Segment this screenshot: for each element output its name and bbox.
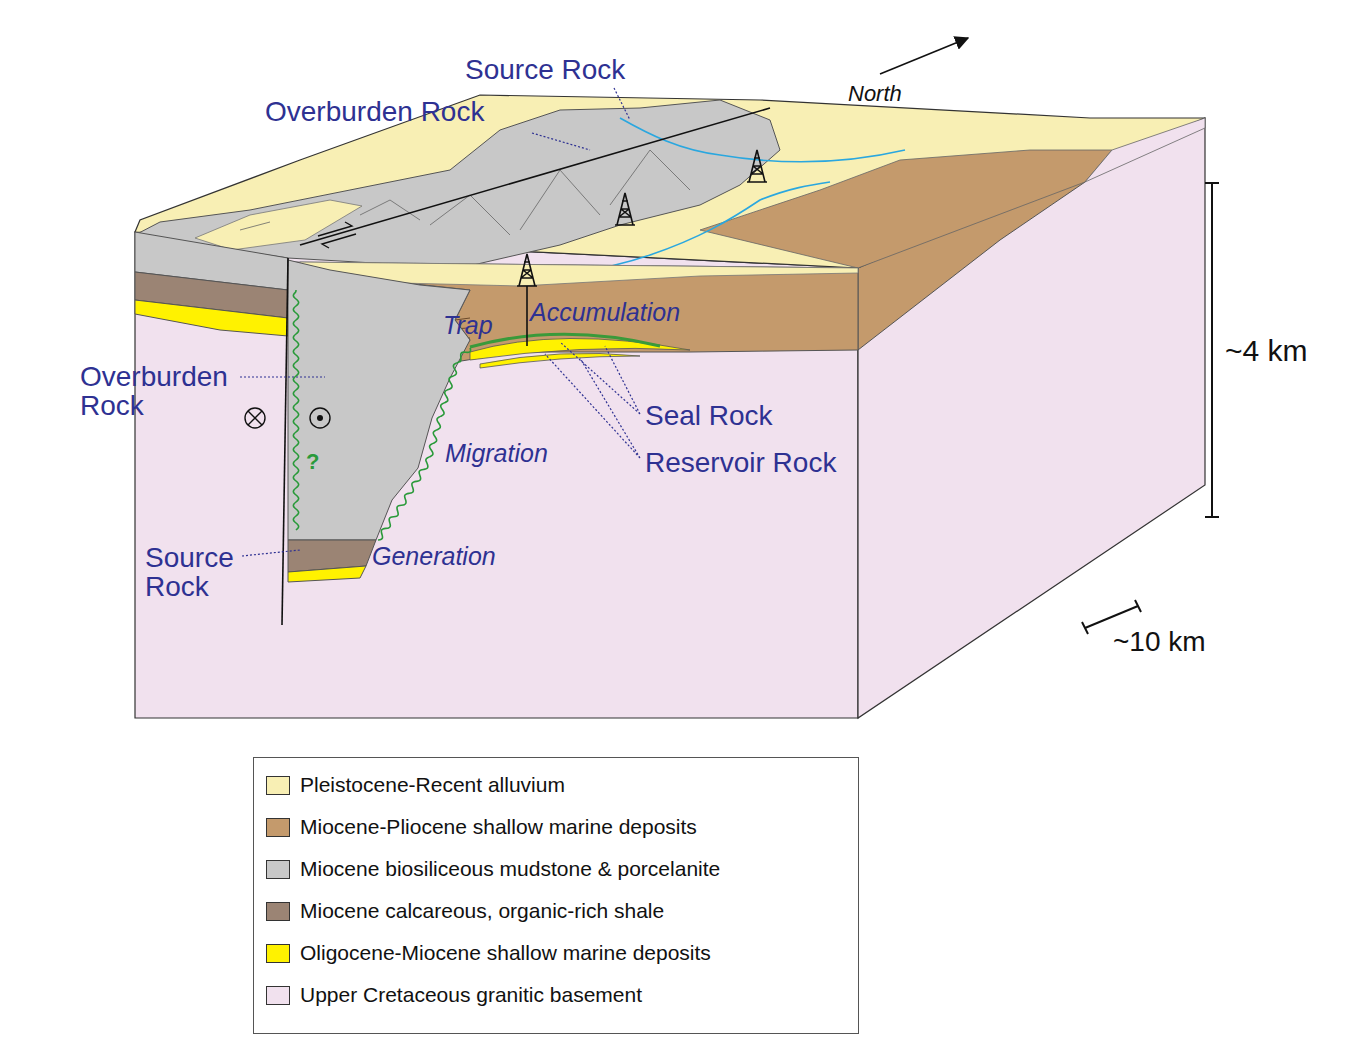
process-label: Migration — [445, 440, 548, 466]
motion-symbols — [245, 408, 265, 428]
compass-label: North — [848, 82, 902, 105]
process-label: Generation — [372, 543, 496, 569]
north-arrow — [880, 38, 968, 74]
process-label: Trap — [443, 312, 493, 338]
rivers — [470, 118, 905, 286]
callout-label: Overburden Rock — [80, 362, 228, 421]
graben-fill — [288, 260, 470, 582]
leader-lines — [614, 88, 630, 120]
graben-fill — [288, 260, 470, 540]
fault-trace — [300, 108, 770, 245]
leader-lines — [240, 376, 325, 377]
oil-derricks — [517, 150, 767, 286]
basement-front-face — [135, 232, 858, 718]
graben-fill — [288, 566, 366, 582]
legend-swatch — [266, 944, 290, 963]
oil-derricks — [747, 150, 767, 182]
mudstone-hills — [195, 200, 362, 250]
left-block-strata — [135, 300, 288, 336]
top-surface — [135, 95, 1205, 268]
process-label: Accumulation — [530, 299, 680, 325]
reservoir-lens — [480, 353, 640, 368]
callout-label: Reservoir Rock — [645, 448, 836, 477]
scale-bars — [1082, 622, 1088, 634]
scale-label: ~4 km — [1225, 335, 1308, 367]
callout-label: Seal Rock — [645, 401, 773, 430]
legend-text: Upper Cretaceous granitic basement — [300, 984, 642, 1006]
migration-path — [293, 290, 298, 530]
motion-symbols — [245, 408, 330, 428]
legend-text: Miocene-Pliocene shallow marine deposits — [300, 816, 697, 838]
legend-swatch — [266, 818, 290, 837]
well — [527, 286, 528, 346]
scale-bars — [1205, 516, 1219, 518]
basement-front-face — [135, 232, 858, 718]
top-surface — [700, 150, 1112, 268]
callout-label: Source Rock — [145, 543, 234, 602]
well — [526, 286, 528, 346]
legend-text: Pleistocene-Recent alluvium — [300, 774, 565, 796]
legend-swatch — [266, 776, 290, 795]
legend-swatch — [266, 860, 290, 879]
callout-label: Overburden Rock — [265, 97, 484, 126]
scale-bars — [1085, 606, 1138, 628]
top-surface — [1085, 118, 1205, 182]
oil-derricks — [615, 193, 635, 225]
left-block-strata — [135, 232, 288, 336]
motion-symbols — [310, 408, 330, 428]
scale-bars — [1211, 183, 1213, 517]
fault-trace — [300, 108, 770, 248]
legend-text: Miocene calcareous, organic-rich shale — [300, 900, 664, 922]
top-surface — [135, 95, 1205, 268]
oil-derricks — [517, 254, 537, 286]
fault-line — [282, 258, 288, 625]
reservoir-lens — [470, 334, 660, 347]
legend-swatch — [266, 902, 290, 921]
leader-lines — [560, 342, 640, 414]
fault-line — [282, 258, 288, 625]
callout-label: Source Rock — [465, 55, 625, 84]
fault-trace — [322, 234, 356, 248]
leader-lines — [545, 354, 640, 458]
motion-symbols — [248, 411, 262, 425]
scale-bars — [1135, 600, 1141, 612]
legend-text: Miocene biosiliceous mudstone & porcelan… — [300, 858, 720, 880]
north-arrow — [880, 38, 968, 74]
leader-lines — [242, 550, 300, 556]
scale-bars — [1082, 183, 1219, 634]
uncertainty-mark: ? — [306, 450, 319, 473]
scale-bars — [1205, 182, 1219, 184]
scale-label: ~10 km — [1113, 627, 1206, 656]
legend-swatch — [266, 986, 290, 1005]
legend-box: Pleistocene-Recent alluviumMiocene-Plioc… — [253, 757, 859, 1034]
fault-trace — [318, 222, 352, 236]
leader-lines — [532, 133, 590, 150]
mudstone-hills — [240, 150, 690, 235]
motion-symbols — [317, 415, 323, 421]
legend-text: Oligocene-Miocene shallow marine deposit… — [300, 942, 711, 964]
